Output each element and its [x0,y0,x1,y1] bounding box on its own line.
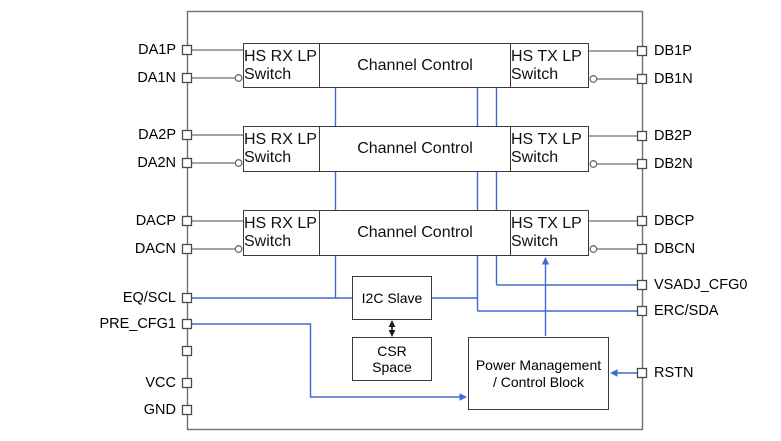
inverter-bubble [234,159,243,167]
pin-eq-scl [181,292,193,304]
block-label: HS TX LP Switch [511,131,582,166]
pin-label-rstn: RSTN [654,365,694,381]
pin-dacn [181,243,193,255]
pin-db2p [636,130,648,142]
block-label: Channel Control [357,140,473,157]
block-label: HS RX LP Switch [244,47,317,83]
pin-unlabeled [181,345,193,357]
left-signal-wires [192,49,243,253]
inverter-bubble [589,245,598,253]
left-pin-pads [181,44,193,416]
pin-label-db2p: DB2P [654,128,692,144]
channel-1-row: HS RX LP Switch Channel Control HS TX LP… [243,43,589,88]
pin-label-da1n: DA1N [137,70,176,86]
pin-label-db1p: DB1P [654,43,692,59]
pin-label-db2n: DB2N [654,156,693,172]
channel-c-row: HS RX LP Switch Channel Control HS TX LP… [243,210,589,256]
pin-db1p [636,45,648,57]
block-label: HS TX LP Switch [511,215,582,250]
pin-label-da2n: DA2N [137,155,176,171]
right-signal-wires [589,50,638,253]
i2c-slave-block: I2C Slave [352,276,432,320]
pin-da2n [181,157,193,169]
pin-da1p [181,44,193,56]
inverter-bubble [234,245,243,253]
pin-da1n [181,72,193,84]
pin-vcc [181,377,193,389]
pre-cfg1-wire [192,323,460,398]
pin-erc-sda [636,305,648,317]
right-pin-pads [636,45,648,379]
pin-label-dacn: DACN [134,241,176,257]
pin-label-db1n: DB1N [654,71,693,87]
block-label: CSR Space [372,342,412,376]
csr-space-block: CSR Space [352,337,432,381]
block-label: HS RX LP Switch [244,131,317,166]
channel-2-row: HS RX LP Switch Channel Control HS TX LP… [243,126,589,172]
inverter-bubble [234,74,243,82]
arrow-into-pm-left [459,393,467,401]
pin-label-da2p: DA2P [138,127,176,143]
channel-1-hs-rx-block: HS RX LP Switch [243,43,320,88]
control-wires [192,85,638,398]
pin-dbcn [636,243,648,255]
channel-2-hs-rx-block: HS RX LP Switch [243,126,320,172]
pin-label-dacp: DACP [135,213,176,229]
pin-dacp [181,215,193,227]
pin-label-vcc: VCC [145,375,176,391]
channel-c-hs-rx-block: HS RX LP Switch [243,210,320,256]
inverter-bubble [589,160,598,168]
pin-db2n [636,158,648,170]
arrow-into-pm-right [610,369,618,377]
pin-dbcp [636,215,648,227]
pin-label-erc-sda: ERC/SDA [654,303,719,319]
pin-label-vsadj-cfg0: VSADJ_CFG0 [654,277,748,293]
block-label: Power Management / Control Block [475,357,602,390]
block-label: Channel Control [357,56,473,74]
block-label: Channel Control [357,224,473,241]
pin-da2p [181,129,193,141]
pin-rstn [636,367,648,379]
pin-label-dbcn: DBCN [654,241,696,257]
channel-c-control-block: Channel Control [320,210,511,256]
control-arrowheads [459,257,618,401]
block-label: I2C Slave [361,289,423,306]
block-label: HS TX LP Switch [511,47,582,83]
pin-label-dbcp: DBCP [654,213,695,229]
pin-pre-cfg1 [181,318,193,330]
pin-label-gnd: GND [143,402,176,418]
i2c-csr-arrow [388,320,396,337]
channel-c-hs-tx-block: HS TX LP Switch [511,210,589,256]
channel-2-control-block: Channel Control [320,126,511,172]
inverter-bubble [589,75,598,83]
pin-db1n [636,73,648,85]
power-management-block: Power Management / Control Block [468,337,609,410]
pin-label-eq-scl: EQ/SCL [122,290,176,306]
channel-1-control-block: Channel Control [320,43,511,88]
pin-label-pre-cfg1: PRE_CFG1 [99,316,176,332]
arrow-into-hstx [541,257,550,265]
pin-vsadj-cfg0 [636,279,648,291]
channel-2-hs-tx-block: HS TX LP Switch [511,126,589,172]
pin-gnd [181,404,193,416]
pin-label-da1p: DA1P [138,42,176,58]
block-label: HS RX LP Switch [244,215,317,250]
channel-1-hs-tx-block: HS TX LP Switch [511,43,589,88]
